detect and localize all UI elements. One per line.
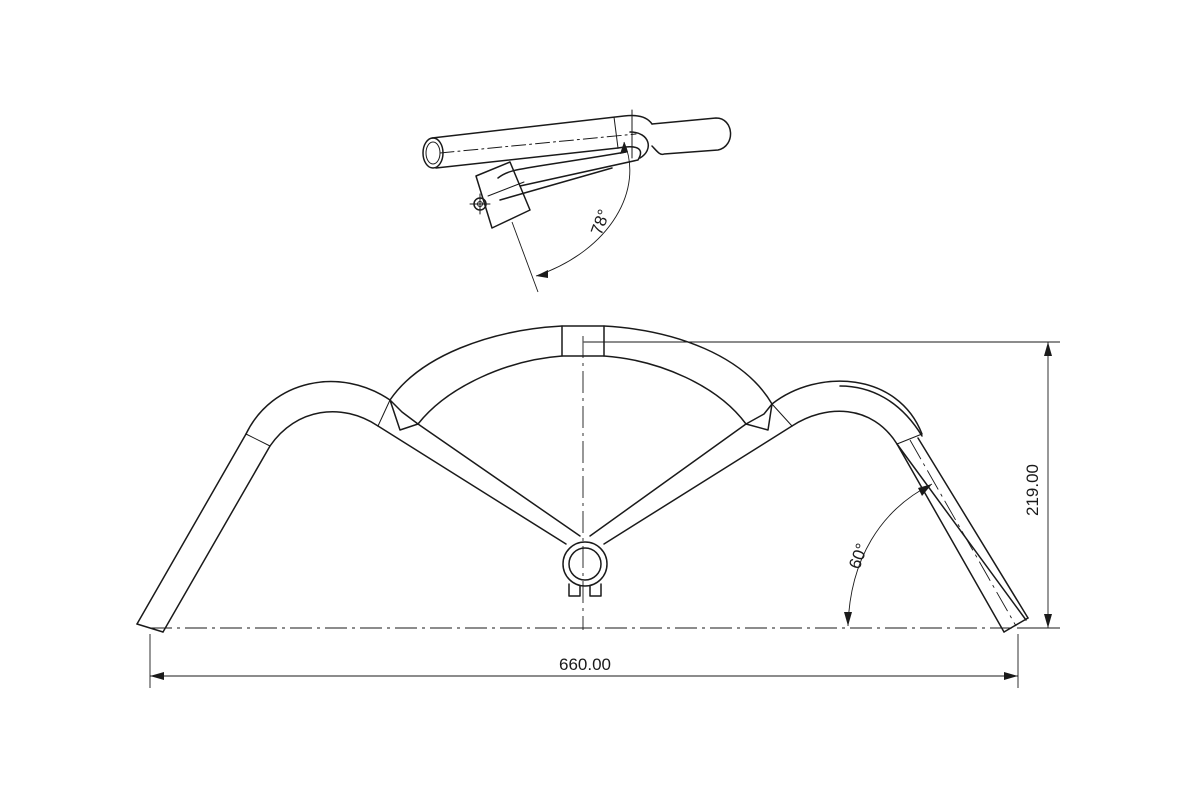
width-dimension-label: 660.00 [559,655,611,674]
dimensions: 660.00 219.00 60° [149,341,1060,688]
right-bend-inner [791,410,898,445]
front-view [136,325,1029,633]
right-arch-cap [745,403,773,431]
right-bend-joint [771,403,793,427]
rear-tube [651,117,732,156]
angle-arrowhead-top [620,142,628,154]
left-drop-outer-edge [136,433,247,625]
stem-tube-upper [497,151,627,179]
right-drop-joint [896,433,923,445]
right-bend-top [839,385,923,437]
right-strut-upper [603,425,793,545]
angle-arc-78 [535,141,631,277]
right-bend-outer [771,380,923,435]
right-drop-outer-edge [896,443,1027,621]
angle-arc-60 [847,483,933,627]
height-arrow-top [1044,342,1052,356]
left-bend-inner [269,411,379,447]
stem-clamp-outer [562,541,608,587]
center-sleeve [561,325,605,357]
width-arrow-right [1004,672,1018,680]
bend-inner-edge [629,131,650,159]
height-arrow-bottom [1044,614,1052,628]
left-strut-inner [417,423,581,537]
left-bend-outer [245,380,391,435]
clamp-split-line [487,181,525,197]
top-view-angle-label: 78° [587,207,614,238]
left-drop-joint [245,433,271,447]
right-drop-centerline [909,439,1017,627]
angle-reference-line [511,221,539,293]
right-drop-edge-2 [917,437,1029,619]
angle-60-arrow-top [918,484,932,496]
top-view: 78° [422,109,732,293]
height-dimension-label: 219.00 [1023,464,1042,516]
left-strut-upper [377,425,567,545]
top-tube-upper-edge [431,114,653,139]
stem-clamp-inner [568,547,602,581]
right-drop-end [1003,617,1029,633]
left-drop-inner-edge [162,445,271,633]
top-tube-joint [613,116,619,149]
stem-tube-lower [499,167,613,201]
angle-arrowhead-bottom [536,270,548,278]
top-arch-outer [389,325,773,405]
left-bend-joint [377,399,391,427]
top-tube-lower-edge [435,147,619,169]
top-tube-end-inner [425,141,441,165]
right-drop-inner-edge [896,443,1005,633]
top-tube-centerline [439,133,637,154]
left-arch-cap [389,399,419,431]
top-arch-inner [417,355,747,425]
width-arrow-left [150,672,164,680]
clamp-block [475,161,531,229]
angle-60-arrow-bottom [844,612,852,626]
stem-clamp-tabs [568,583,602,597]
right-strut-inner [589,423,747,537]
